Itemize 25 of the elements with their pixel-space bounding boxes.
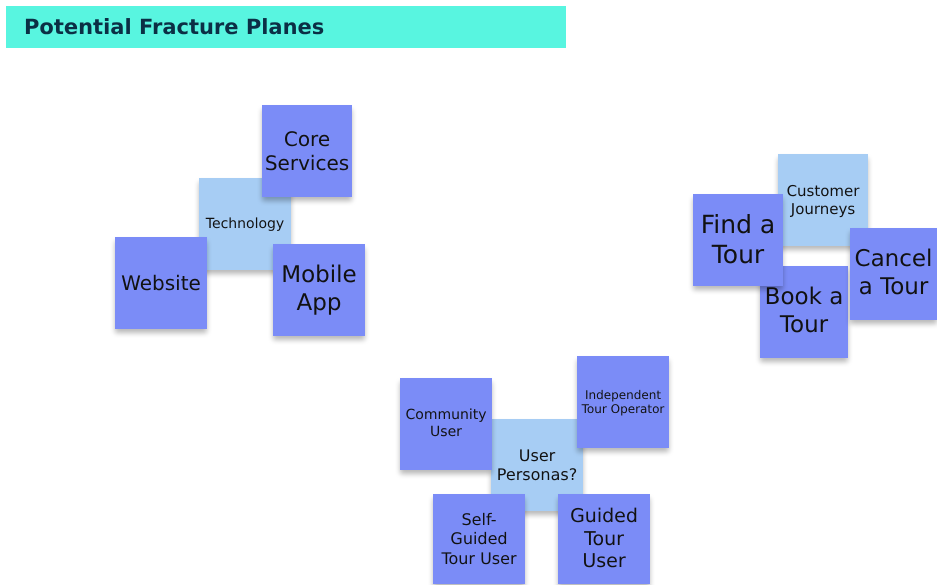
sticky-note xyxy=(760,266,848,358)
sticky-note xyxy=(262,105,352,197)
sticky-note xyxy=(400,378,492,470)
note-text: Technology xyxy=(206,216,284,232)
sticky-note xyxy=(693,194,783,286)
note-text: Website xyxy=(121,271,201,295)
sticky-note xyxy=(558,494,650,584)
note-text: Customer Journeys xyxy=(786,182,860,218)
sticky-note xyxy=(850,228,937,320)
sticky-note xyxy=(273,244,365,336)
title-banner: Potential Fracture Planes xyxy=(6,6,566,48)
note-text: Community User xyxy=(404,407,488,441)
sticky-note xyxy=(778,154,868,246)
note-text: Core Services xyxy=(264,127,350,175)
note-text: Book a Tour xyxy=(764,284,844,340)
note-text: Guided Tour User xyxy=(569,504,639,574)
sticky-note xyxy=(115,237,207,329)
note-text: Cancel a Tour xyxy=(854,246,933,302)
note-text: Independent Tour Operator xyxy=(581,388,665,416)
sticky-note xyxy=(577,356,669,448)
note-text: Mobile App xyxy=(280,262,358,318)
note-text: User Personas? xyxy=(496,446,578,484)
sticky-note xyxy=(433,494,525,584)
note-text: Self-Guided Tour User xyxy=(440,510,518,568)
note-text: Find a Tour xyxy=(700,210,776,270)
